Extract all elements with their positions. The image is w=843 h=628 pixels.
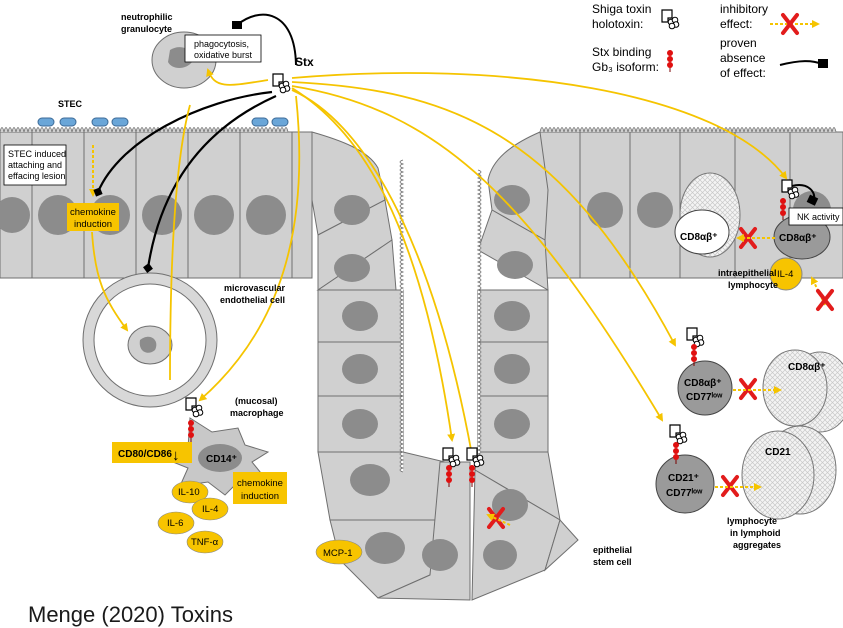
chemokine-badge bbox=[67, 203, 119, 231]
cd80-down-arrow: ↓ bbox=[172, 447, 180, 464]
lymphoid-label-2: in lymphoid bbox=[730, 528, 781, 538]
lymphoid-label: lymphocyte bbox=[727, 516, 777, 526]
il4-macro-label: IL-4 bbox=[202, 504, 218, 515]
neutrophil-label: neutrophilic bbox=[121, 12, 173, 22]
cd21-lymphocyte-label-2: CD77ˡᵒʷ bbox=[666, 488, 703, 499]
cd8-ghost-label: CD8αβ⁺ bbox=[788, 362, 826, 373]
legend-holotoxin-label-2: holotoxin: bbox=[592, 17, 643, 31]
stem-cell-label: epithelial bbox=[593, 545, 632, 555]
endothelial-cell bbox=[82, 272, 218, 408]
legend-holotoxin-label: Shiga toxin bbox=[592, 2, 651, 16]
legend-absence-icon bbox=[818, 59, 828, 68]
iel-cd8ab-label: CD8αβ⁺ bbox=[779, 233, 817, 244]
phagocytosis-label: phagocytosis, bbox=[194, 39, 249, 49]
stec-box-label: STEC induced bbox=[8, 149, 66, 159]
epithelium-left bbox=[0, 117, 313, 279]
stec-box-label-2: attaching and bbox=[8, 160, 62, 170]
cd8-lymphocyte-label-2: CD77ˡᵒʷ bbox=[686, 392, 723, 403]
stx-arrows bbox=[91, 68, 788, 457]
cd8-lymphocyte-label: CD8αβ⁺ bbox=[684, 378, 722, 389]
lymphocytes bbox=[655, 327, 843, 520]
iel-cd8aa-label: CD8αβ⁺ bbox=[680, 232, 718, 243]
cd21-lymphocyte-label: CD21⁺ bbox=[668, 473, 699, 484]
phagocytosis-label-2: oxidative burst bbox=[194, 50, 253, 60]
stx-label: Stx bbox=[295, 55, 314, 69]
endothelial-label: microvascular bbox=[224, 283, 286, 293]
macrophage-label-2: macrophage bbox=[230, 408, 284, 418]
legend-inhibitory-label-2: effect: bbox=[720, 17, 752, 31]
legend-gb3-icon bbox=[666, 49, 674, 73]
neutrophil bbox=[151, 13, 297, 89]
tnf-label: TNF-α bbox=[191, 537, 219, 548]
lymphoid-label-3: aggregates bbox=[733, 540, 781, 550]
stem-cell-label-2: stem cell bbox=[593, 557, 632, 567]
legend-inhibitory-label: inhibitory bbox=[720, 2, 768, 16]
il10-label: IL-10 bbox=[178, 487, 200, 498]
endothelial-label-2: endothelial cell bbox=[220, 295, 285, 305]
il6-label: IL-6 bbox=[167, 518, 183, 529]
stec-box-label-3: effacing lesion bbox=[8, 171, 65, 181]
legend: Shiga toxin holotoxin: Stx binding Gb₃ i… bbox=[592, 2, 828, 80]
mac-chemokine-label: chemokine bbox=[237, 478, 283, 489]
macrophage-label: (mucosal) bbox=[235, 396, 278, 406]
absence-effect-lines bbox=[93, 90, 277, 273]
neutrophil-label-2: granulocyte bbox=[121, 24, 172, 34]
iel-label-2: lymphocyte bbox=[728, 280, 778, 290]
nk-activity-label: NK activity bbox=[797, 212, 840, 222]
cd80-label: CD80/CD86 bbox=[118, 449, 172, 460]
stem-cell-toxins bbox=[315, 447, 511, 565]
legend-absence-label: proven bbox=[720, 36, 757, 50]
legend-absence-label-3: of effect: bbox=[720, 66, 766, 80]
legend-gb3-label: Stx binding bbox=[592, 45, 651, 59]
stx-holotoxin-icon bbox=[272, 73, 291, 94]
crypt-brush-border-left bbox=[399, 159, 405, 473]
stec-bacteria bbox=[37, 117, 289, 127]
chemokine-label: chemokine bbox=[70, 207, 116, 218]
stec-lesion-box bbox=[3, 144, 67, 186]
legend-gb3-label-2: Gb₃ isoform: bbox=[592, 60, 659, 74]
cd14-label: CD14⁺ bbox=[206, 454, 237, 465]
iel-label: intraepithelial bbox=[718, 268, 777, 278]
chemokine-label-2: induction bbox=[74, 219, 112, 230]
legend-absence-label-2: absence bbox=[720, 51, 766, 65]
crypt-brush-border-right bbox=[476, 169, 482, 463]
mac-chemokine-label-2: induction bbox=[241, 491, 279, 502]
stec-label: STEC bbox=[58, 99, 83, 109]
cd21-ghost-label: CD21 bbox=[765, 447, 791, 458]
iel-il4-label: IL-4 bbox=[777, 269, 793, 280]
mcp1-label: MCP-1 bbox=[323, 548, 353, 559]
macrophage bbox=[112, 397, 287, 554]
legend-holotoxin-icon bbox=[661, 9, 680, 30]
citation: Menge (2020) Toxins bbox=[28, 602, 234, 627]
iel-region bbox=[674, 172, 843, 311]
